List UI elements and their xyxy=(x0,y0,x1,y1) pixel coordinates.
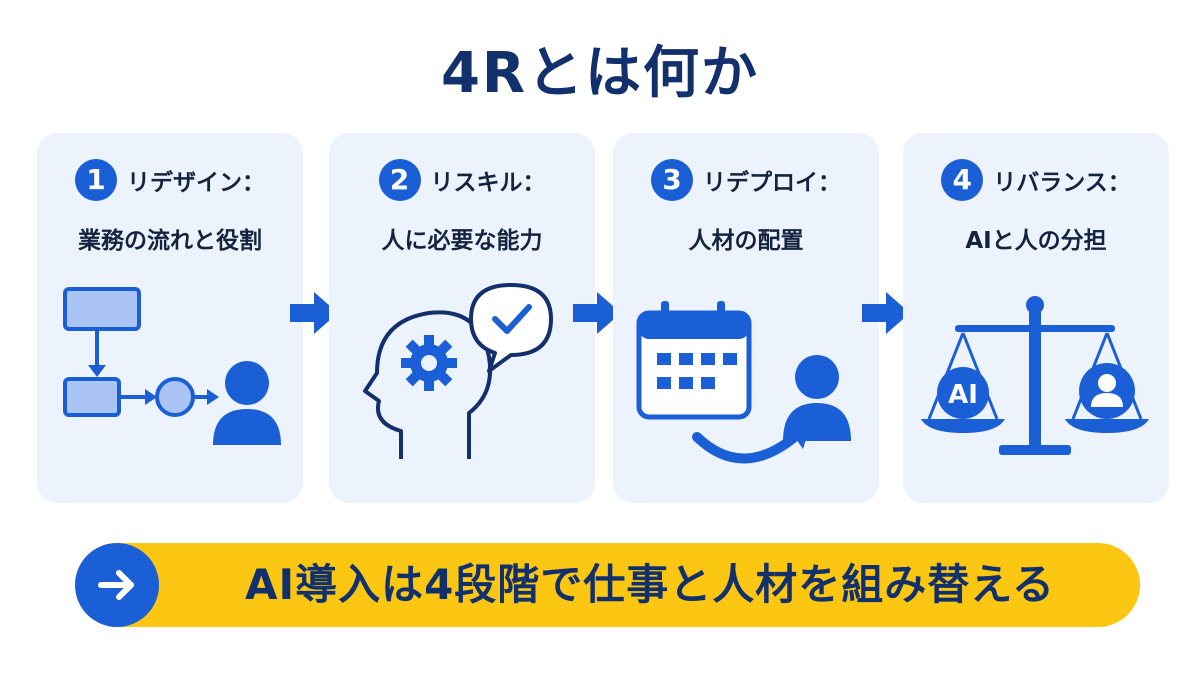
step-number-badge: 2 xyxy=(378,159,421,201)
step-subtitle: 人に必要な能力 xyxy=(381,228,543,254)
head-gear-icon xyxy=(363,283,553,459)
step-label: リデザイン： xyxy=(127,170,265,196)
page-title: 4Rとは何か xyxy=(440,41,760,106)
step-card-redesign: 1 リデザイン： 業務の流れと役割 xyxy=(37,133,303,503)
step-label: リデプロイ： xyxy=(703,170,841,196)
calendar-person-icon xyxy=(636,301,851,464)
arrow-right-icon xyxy=(98,570,134,600)
arrow-right-icon xyxy=(290,292,338,334)
step-card-redeploy: 3 リデプロイ： 人材の配置 xyxy=(613,133,879,503)
step-card-reskill: 2 リスキル： 人に必要な能力 xyxy=(329,133,595,503)
arrow-right-icon xyxy=(862,292,910,334)
balance-scale-icon: AI xyxy=(921,296,1149,455)
step-label: リスキル： xyxy=(430,170,546,196)
banner-text: AI導入は4段階で仕事と人材を組み替える xyxy=(244,560,1056,609)
summary-banner: AI導入は4段階で仕事と人材を組み替える xyxy=(75,543,1140,627)
step-subtitle: 人材の配置 xyxy=(688,228,804,254)
banner-arrow-badge xyxy=(75,543,159,627)
arrow-right-icon xyxy=(573,292,621,334)
step-subtitle: AIと人の分担 xyxy=(965,228,1107,254)
workflow-icon xyxy=(63,287,281,445)
step-number-badge: 4 xyxy=(941,159,984,201)
step-number-badge: 3 xyxy=(651,159,693,201)
ai-label: AI xyxy=(948,380,978,410)
step-subtitle: 業務の流れと役割 xyxy=(78,228,262,254)
step-card-rebalance: 4 リバランス： AIと人の分担 AI xyxy=(903,133,1169,503)
step-label: リバランス： xyxy=(993,170,1131,196)
step-number-badge: 1 xyxy=(75,159,117,201)
